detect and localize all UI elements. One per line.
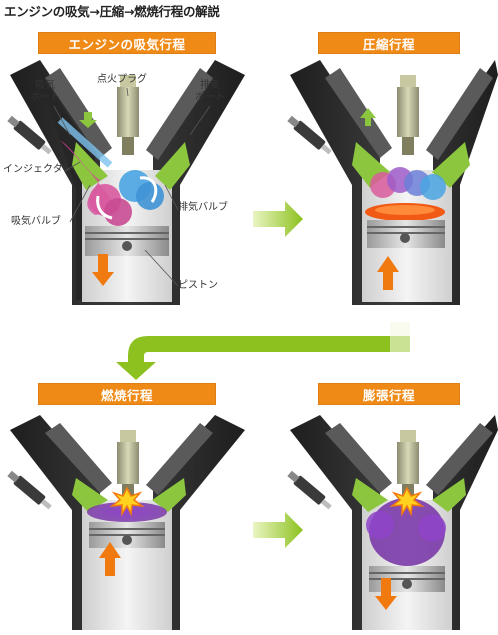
injector-label: インジェクター <box>3 164 73 175</box>
page-title: エンジンの吸気→圧縮→燃焼行程の解説 <box>4 4 220 19</box>
compression-panel <box>287 60 498 305</box>
combustion-stroke-badge: 燃焼行程 <box>38 383 216 405</box>
intake-stroke-badge: エンジンの吸気行程 <box>38 32 216 54</box>
combustion-panel <box>7 415 245 630</box>
intake-port-label-text: 吸気 ポート <box>30 80 60 103</box>
row-transition-arrow <box>116 322 410 380</box>
next-step-arrow <box>253 201 303 237</box>
piston-label: ピストン <box>178 280 218 291</box>
exhaust-port-label: 排気 ポート <box>195 80 225 104</box>
exhaust-port-label-text: 排気 ポート <box>195 80 225 103</box>
next-step-arrow-2 <box>253 512 303 548</box>
spark-plug-label: 点火プラグ <box>97 74 147 85</box>
intake-panel <box>7 60 245 305</box>
exhaust-valve-label: 排気バルブ <box>178 202 228 213</box>
expansion-stroke-badge: 膨張行程 <box>318 383 460 405</box>
compression-stroke-badge: 圧縮行程 <box>318 32 460 54</box>
intake-valve-label: 吸気バルブ <box>11 216 61 227</box>
intake-port-label: 吸気 ポート <box>30 80 60 104</box>
expansion-panel <box>287 415 498 630</box>
